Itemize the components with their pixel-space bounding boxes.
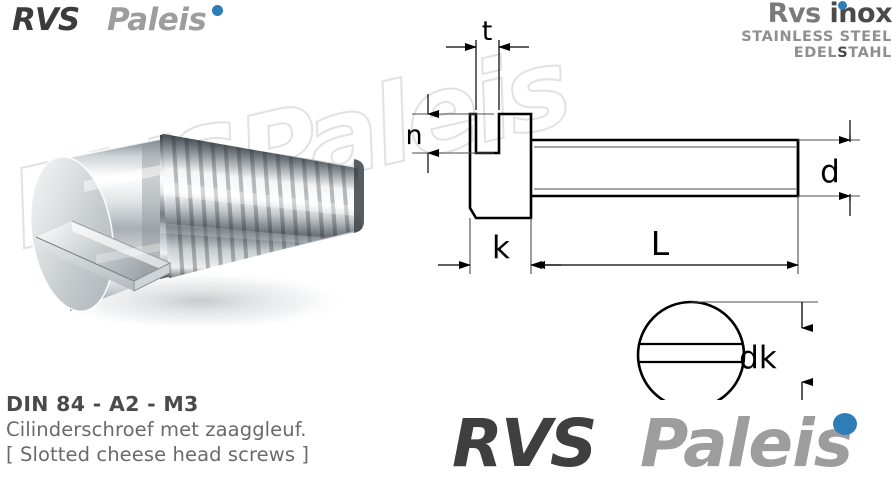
blue-dot-icon	[838, 1, 847, 10]
description-dutch: Cilinderschroef met zaaggleuf.	[6, 418, 307, 441]
dimension-label-k: k	[492, 230, 510, 266]
dimension-label-L: L	[651, 224, 670, 263]
brand-logo-top: RVS Paleis	[8, 2, 238, 40]
screw-profile	[468, 112, 800, 220]
dimension-dk: dk	[691, 301, 818, 400]
screw-slot	[35, 220, 171, 292]
edelstahl-part1: EDEL	[793, 45, 838, 61]
dimension-label-t: t	[482, 16, 493, 47]
description-english: [ Slotted cheese head screws ]	[6, 443, 310, 466]
dimension-label-n: n	[405, 120, 422, 151]
brand-top-paleis: Paleis	[107, 2, 207, 38]
dimension-label-dk: dk	[739, 340, 777, 376]
dimension-L: L	[533, 196, 799, 274]
brand-bottom-paleis: Paleis	[640, 405, 853, 482]
thread-root-lines	[534, 146, 796, 190]
brand-bottom-rvs: RVS	[452, 405, 597, 482]
product-photo	[10, 95, 410, 365]
blue-dot-icon	[833, 413, 857, 435]
edelstahl-part2: S	[837, 45, 849, 61]
dimension-d: d	[798, 120, 860, 216]
screw-render	[29, 133, 364, 331]
inox-logo-stainless-steel: STAINLESS STEEL	[741, 29, 892, 45]
dimension-t: t	[446, 16, 529, 110]
inox-logo-rvs: Rvs	[767, 0, 821, 29]
brand-logo-bottom: RVS Paleis	[452, 405, 892, 483]
inox-logo-edelstahl: EDELSTAHL	[722, 45, 892, 61]
brand-top-rvs: RVS	[12, 2, 80, 38]
dimension-label-d: d	[820, 154, 840, 190]
head-end-view	[636, 300, 746, 400]
product-spec-text: DIN 84 - A2 - M3 Cilinderschroef met zaa…	[6, 392, 436, 467]
screw-head	[29, 138, 171, 313]
rvs-inox-logo: Rvs inox STAINLESS STEEL EDELSTAHL	[722, 0, 892, 62]
inox-logo-line1: Rvs inox	[722, 0, 892, 28]
page-title: DIN 84 - A2 - M3	[6, 392, 199, 416]
edelstahl-part3: TAHL	[848, 45, 892, 61]
dimension-n: n	[405, 94, 494, 173]
thread-crests	[160, 133, 362, 281]
blue-dot-icon	[212, 5, 223, 16]
technical-drawing: t n d	[398, 10, 892, 400]
screw-shaft	[160, 133, 364, 281]
dimension-drawing: t n d	[405, 16, 860, 400]
